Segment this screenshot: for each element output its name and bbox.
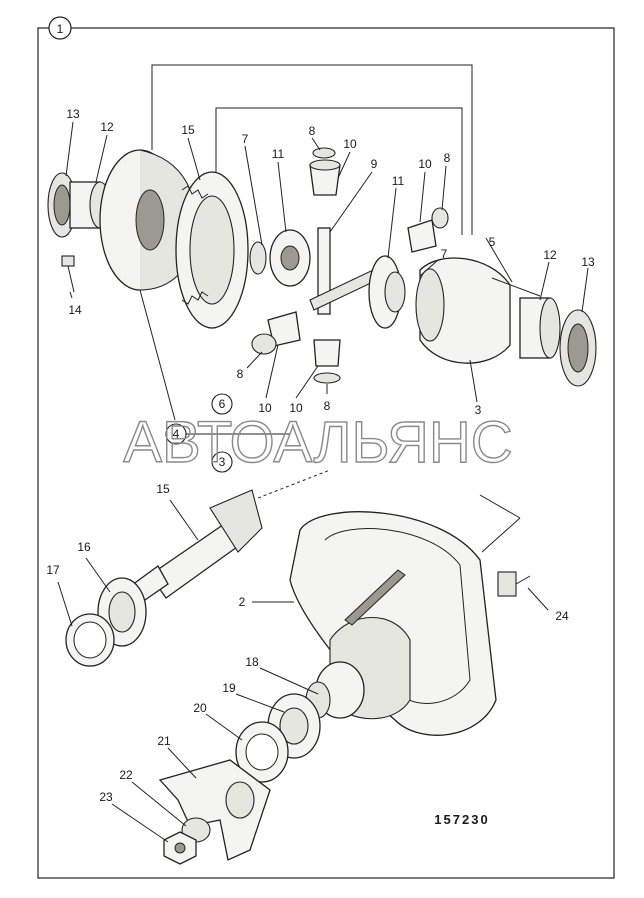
callout-3: 3: [211, 451, 233, 473]
label-12-right: 12: [543, 248, 557, 262]
side-gear-left: [269, 229, 311, 287]
svg-text:6: 6: [219, 397, 226, 411]
figure-number-badge: [48, 16, 72, 40]
leader-lines-upper: [65, 121, 589, 435]
bearing-cone-right: [519, 297, 561, 359]
label-24: 24: [555, 609, 569, 623]
callout-4: 4: [165, 423, 187, 445]
label-15-upper: 15: [181, 123, 195, 137]
bearing-cup-right: [559, 309, 597, 387]
label-5: 5: [489, 235, 496, 249]
label-16: 16: [77, 540, 91, 554]
pinion-gear-bottom: [313, 339, 341, 367]
label-10-bottom-left: 10: [258, 401, 272, 415]
label-10-top: 10: [343, 137, 357, 151]
pinion-gear-right: [407, 219, 437, 253]
label-19: 19: [222, 681, 236, 695]
bearing-cup-left: [47, 172, 77, 238]
drive-pinion: [131, 489, 263, 603]
flange-yoke: [158, 759, 271, 861]
svg-text:3: 3: [219, 455, 226, 469]
thrust-washer-top: [312, 147, 336, 159]
label-11-right: 11: [392, 174, 405, 188]
label-7-left: 7: [242, 132, 249, 146]
label-3: 3: [475, 403, 482, 417]
pinion-gear-top: [309, 159, 341, 196]
label-23: 23: [99, 790, 113, 804]
label-8-right: 8: [444, 151, 451, 165]
label-17: 17: [46, 563, 60, 577]
label-11-left: 11: [272, 147, 285, 161]
label-14: 14: [68, 303, 82, 317]
label-8-top: 8: [309, 124, 316, 138]
label-20: 20: [193, 701, 207, 715]
thrust-washer-bottom: [313, 372, 341, 384]
thrust-washer-right: [431, 207, 449, 229]
drawing-code: 157230: [434, 812, 489, 827]
svg-text:4: 4: [173, 427, 180, 441]
label-12-left: 12: [100, 120, 114, 134]
label-9: 9: [371, 157, 378, 171]
crown-wheel: [175, 171, 249, 329]
thrust-washer-left: [249, 241, 267, 275]
watermark: АВТОАЛЬЯНС: [123, 410, 512, 475]
figure-number: 1: [57, 22, 64, 36]
label-15-lower: 15: [156, 482, 170, 496]
label-21: 21: [157, 734, 171, 748]
label-8-bottom: 8: [324, 399, 331, 413]
label-10-right: 10: [418, 157, 432, 171]
label-2: 2: [239, 595, 246, 609]
pinion-seal: [235, 721, 289, 783]
label-22: 22: [119, 768, 133, 782]
outer-frame: [37, 27, 615, 879]
side-gear-right: [368, 255, 406, 329]
label-10-bottom: 10: [289, 401, 303, 415]
part-labels: 13 12 15 7 11 8 10 9 11 10 8 5 7 12 13 1…: [46, 107, 595, 804]
shim-ring: [65, 613, 115, 667]
guide-lines-lower: [57, 469, 549, 843]
breather-plug: [497, 571, 531, 597]
label-8-bottom-left: 8: [237, 367, 244, 381]
differential-case-right: [415, 257, 511, 364]
case-bolt: [491, 277, 541, 297]
label-18: 18: [245, 655, 259, 669]
bolt-14: [61, 255, 75, 293]
label-13-left: 13: [66, 107, 80, 121]
pinion-nut: [163, 831, 197, 865]
assembly-bracket-outer: [151, 64, 473, 235]
thrust-washer-bottom-left: [251, 333, 277, 355]
callout-6: 6: [211, 393, 233, 415]
label-7-right: 7: [441, 247, 448, 261]
label-13-right: 13: [581, 255, 595, 269]
